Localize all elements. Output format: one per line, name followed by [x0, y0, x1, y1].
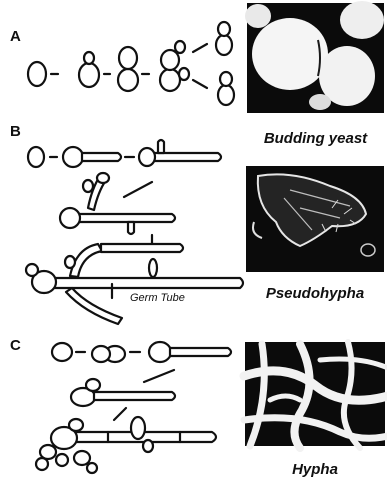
- pseudohypha-stage-3: [26, 244, 243, 324]
- micrograph-budding-yeast: [245, 1, 384, 113]
- sequence-dash: [193, 80, 207, 88]
- yeast-cell-5b: [218, 72, 234, 105]
- sequence-arrow-1: [124, 182, 152, 197]
- yeast-cell-3: [118, 47, 138, 91]
- yeast-cell-1: [28, 62, 46, 86]
- caption-budding-yeast: Budding yeast: [247, 130, 384, 147]
- germ-tube-short: [92, 346, 125, 362]
- panel-b-pseudohypha-sequence: Germ Tube: [26, 140, 243, 324]
- pseudohypha-stage-2: [60, 173, 175, 234]
- yeast-cell-start: [28, 147, 44, 167]
- hypha-stage-3: [36, 417, 216, 473]
- germ-tube-early: [63, 147, 121, 167]
- sequence-arrow-1: [144, 370, 174, 382]
- micrograph-hypha: [244, 342, 387, 448]
- sequence-arrow-2: [114, 408, 126, 420]
- germ-tube-branching: [139, 140, 221, 166]
- hypha-stage-2: [71, 379, 175, 406]
- caption-pseudohypha: Pseudohypha: [246, 285, 384, 302]
- caption-hypha: Hypha: [245, 461, 385, 478]
- sequence-dash: [193, 44, 207, 52]
- panel-c-hypha-sequence: [36, 342, 231, 473]
- panel-a-budding-sequence: [28, 22, 234, 105]
- germ-tube-label: Germ Tube: [130, 292, 185, 304]
- germ-tube-long: [149, 342, 231, 362]
- yeast-cell-2: [79, 52, 99, 87]
- yeast-cell-5a: [216, 22, 232, 55]
- micrograph-pseudohypha: [246, 166, 384, 272]
- yeast-cell-4: [160, 41, 189, 91]
- yeast-cell-start: [52, 343, 72, 361]
